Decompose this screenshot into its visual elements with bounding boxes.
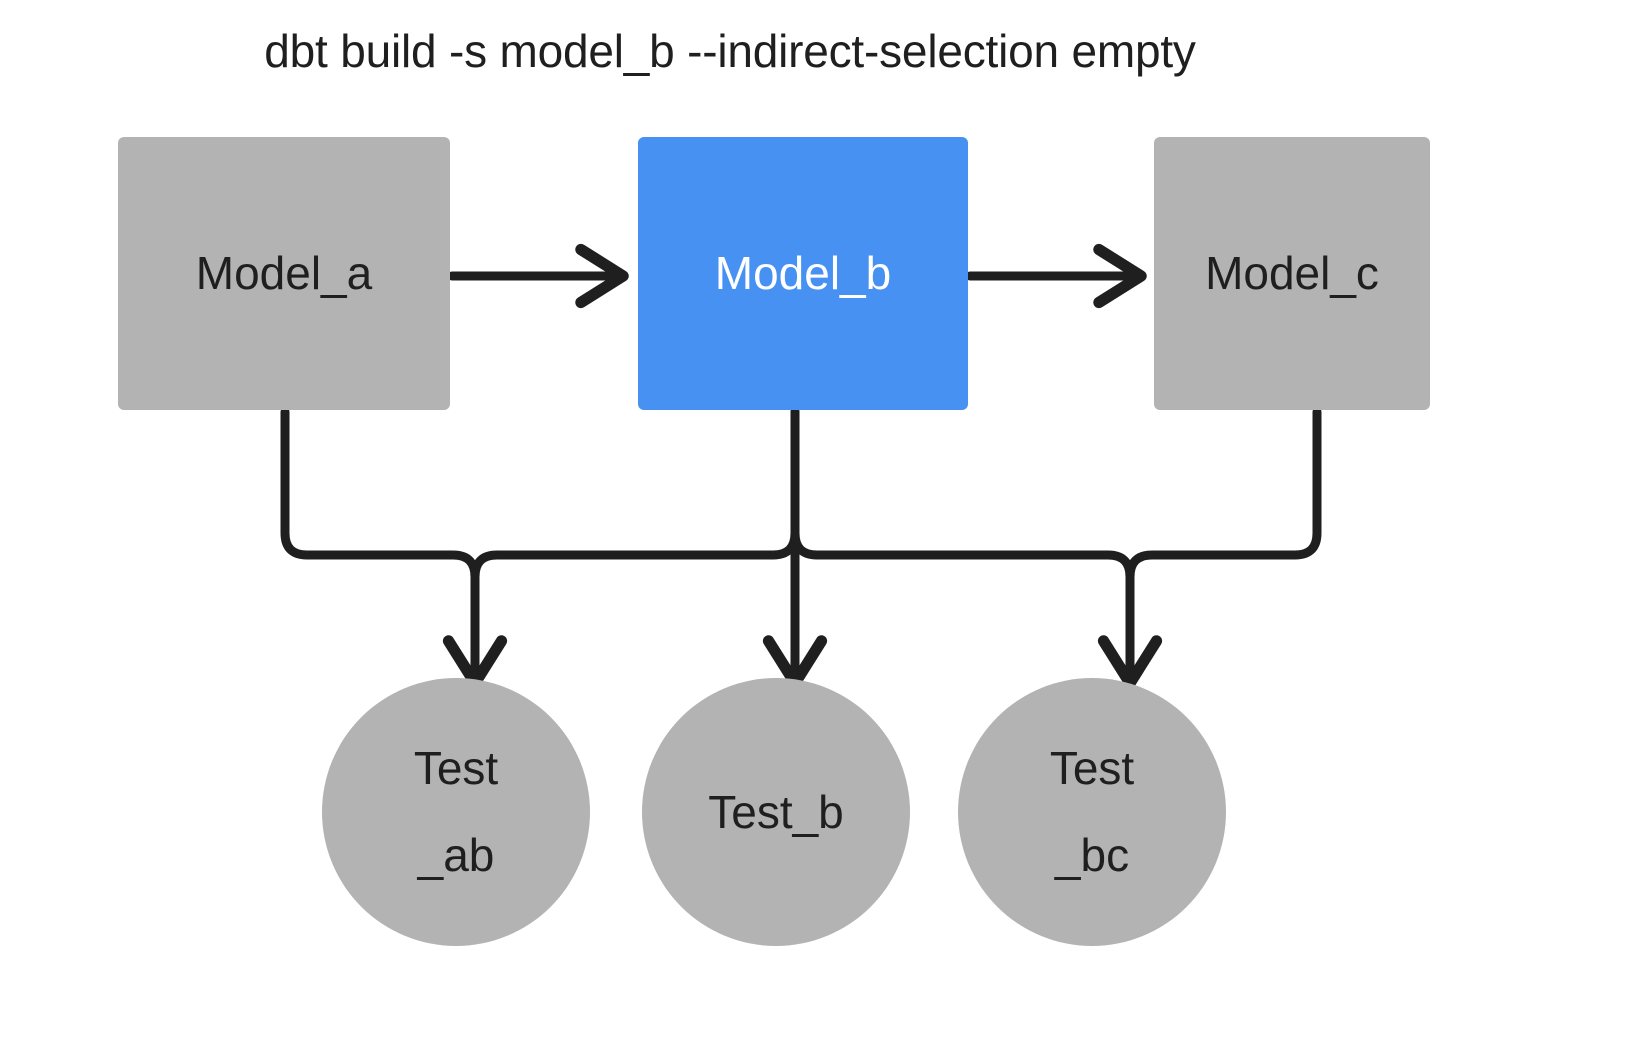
node-test-ab-label-line1: Test xyxy=(413,741,499,794)
node-test-ab[interactable]: Test _ab xyxy=(322,678,590,946)
node-test-bc-label-line1: Test xyxy=(1049,741,1135,794)
node-test-ab-label-line2: _ab xyxy=(417,829,495,881)
edge-model-c-to-test-bc xyxy=(1125,407,1322,582)
node-model-a[interactable]: Model_a xyxy=(118,137,450,410)
node-test-b[interactable]: Test_b xyxy=(642,678,910,946)
edge-model-b-to-test-ab xyxy=(470,407,800,582)
node-model-b[interactable]: Model_b xyxy=(638,137,968,410)
node-model-b-label: Model_b xyxy=(714,247,892,300)
edge-model-a-to-test-ab xyxy=(280,407,508,689)
node-model-c-label: Model_c xyxy=(1205,247,1379,300)
diagram-title: dbt build -s model_b --indirect-selectio… xyxy=(264,25,1196,77)
edge-model-b-to-test-bc xyxy=(790,407,1163,689)
node-test-bc[interactable]: Test _bc xyxy=(958,678,1226,946)
node-model-a-label: Model_a xyxy=(195,247,373,300)
node-test-bc-label-line2: _bc xyxy=(1054,829,1130,881)
node-test-b-label-line1: Test_b xyxy=(708,785,844,838)
node-model-c[interactable]: Model_c xyxy=(1154,137,1430,410)
